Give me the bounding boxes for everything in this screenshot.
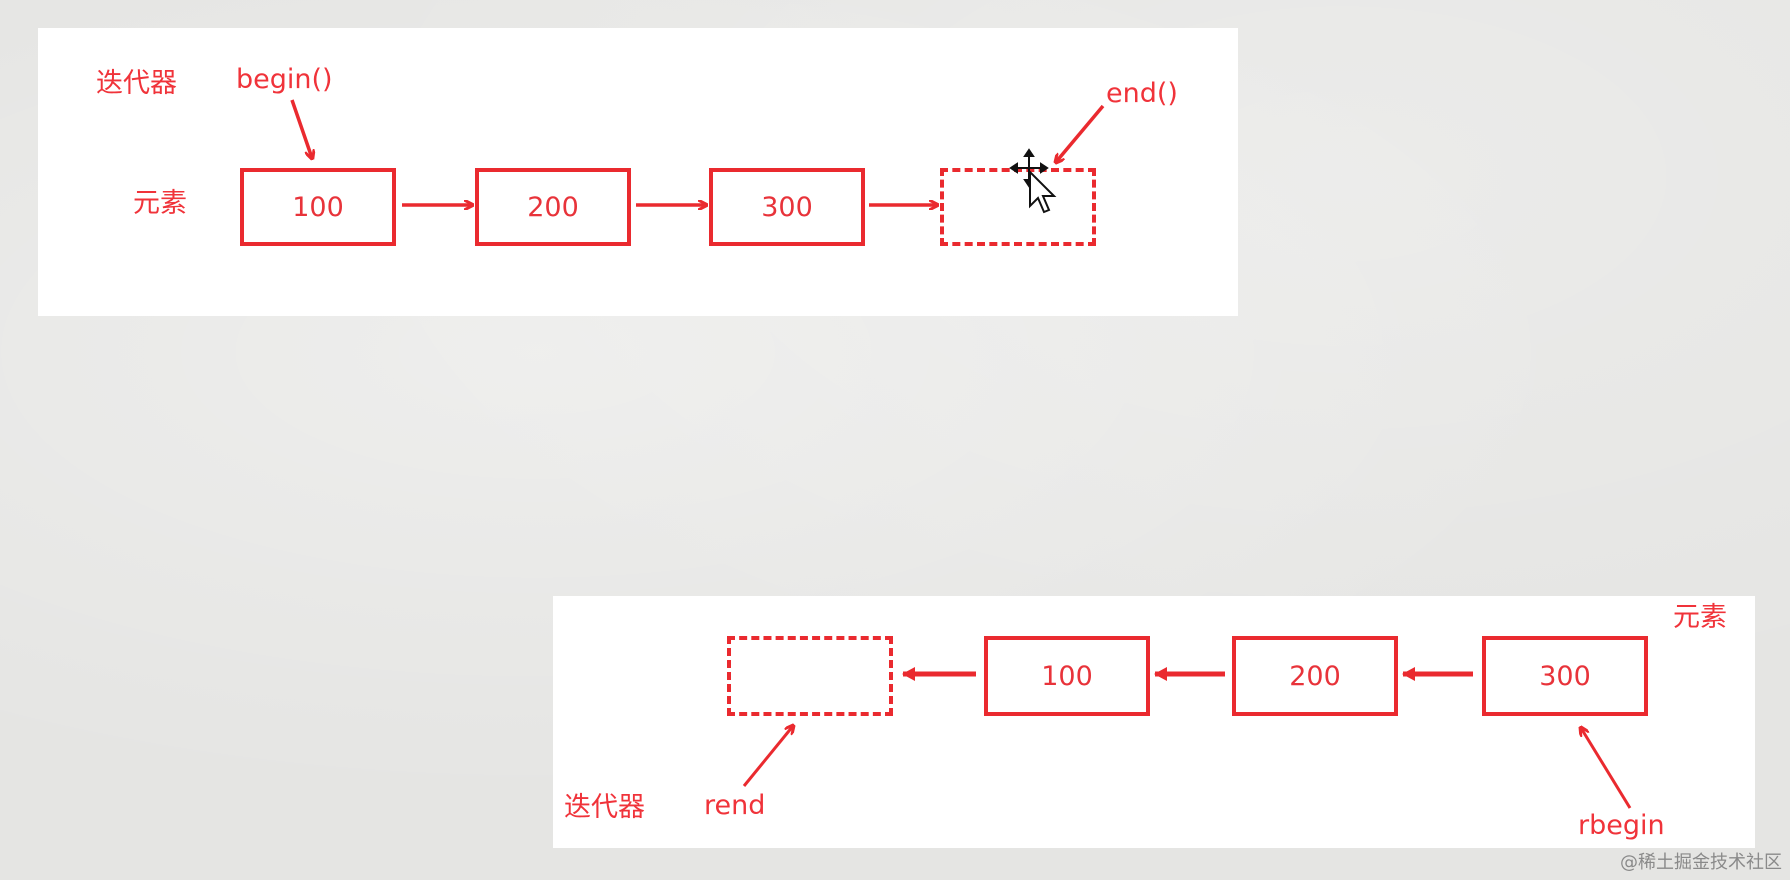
top-node-300: 300 xyxy=(709,168,865,246)
top-element-label: 元素 xyxy=(133,188,187,219)
bottom-node-200-value: 200 xyxy=(1289,660,1341,692)
bottom-node-100: 100 xyxy=(984,636,1150,716)
top-iterator-label: 迭代器 xyxy=(96,68,177,99)
top-node-100-value: 100 xyxy=(292,191,344,223)
top-node-100: 100 xyxy=(240,168,396,246)
bottom-node-300-value: 300 xyxy=(1539,660,1591,692)
rbegin-label: rbegin xyxy=(1578,810,1665,841)
bottom-iterator-label: 迭代器 xyxy=(564,792,645,823)
top-node-200: 200 xyxy=(475,168,631,246)
begin-label: begin() xyxy=(236,64,333,95)
bottom-rend-placeholder-node xyxy=(727,636,893,716)
watermark: @稀土掘金技术社区 xyxy=(1620,852,1782,873)
top-node-300-value: 300 xyxy=(761,191,813,223)
bottom-node-300: 300 xyxy=(1482,636,1648,716)
bottom-node-100-value: 100 xyxy=(1041,660,1093,692)
bottom-element-label: 元素 xyxy=(1673,602,1727,633)
end-label: end() xyxy=(1106,78,1178,109)
rend-label: rend xyxy=(704,790,766,821)
bottom-node-200: 200 xyxy=(1232,636,1398,716)
top-end-placeholder-node xyxy=(940,168,1096,246)
top-node-200-value: 200 xyxy=(527,191,579,223)
